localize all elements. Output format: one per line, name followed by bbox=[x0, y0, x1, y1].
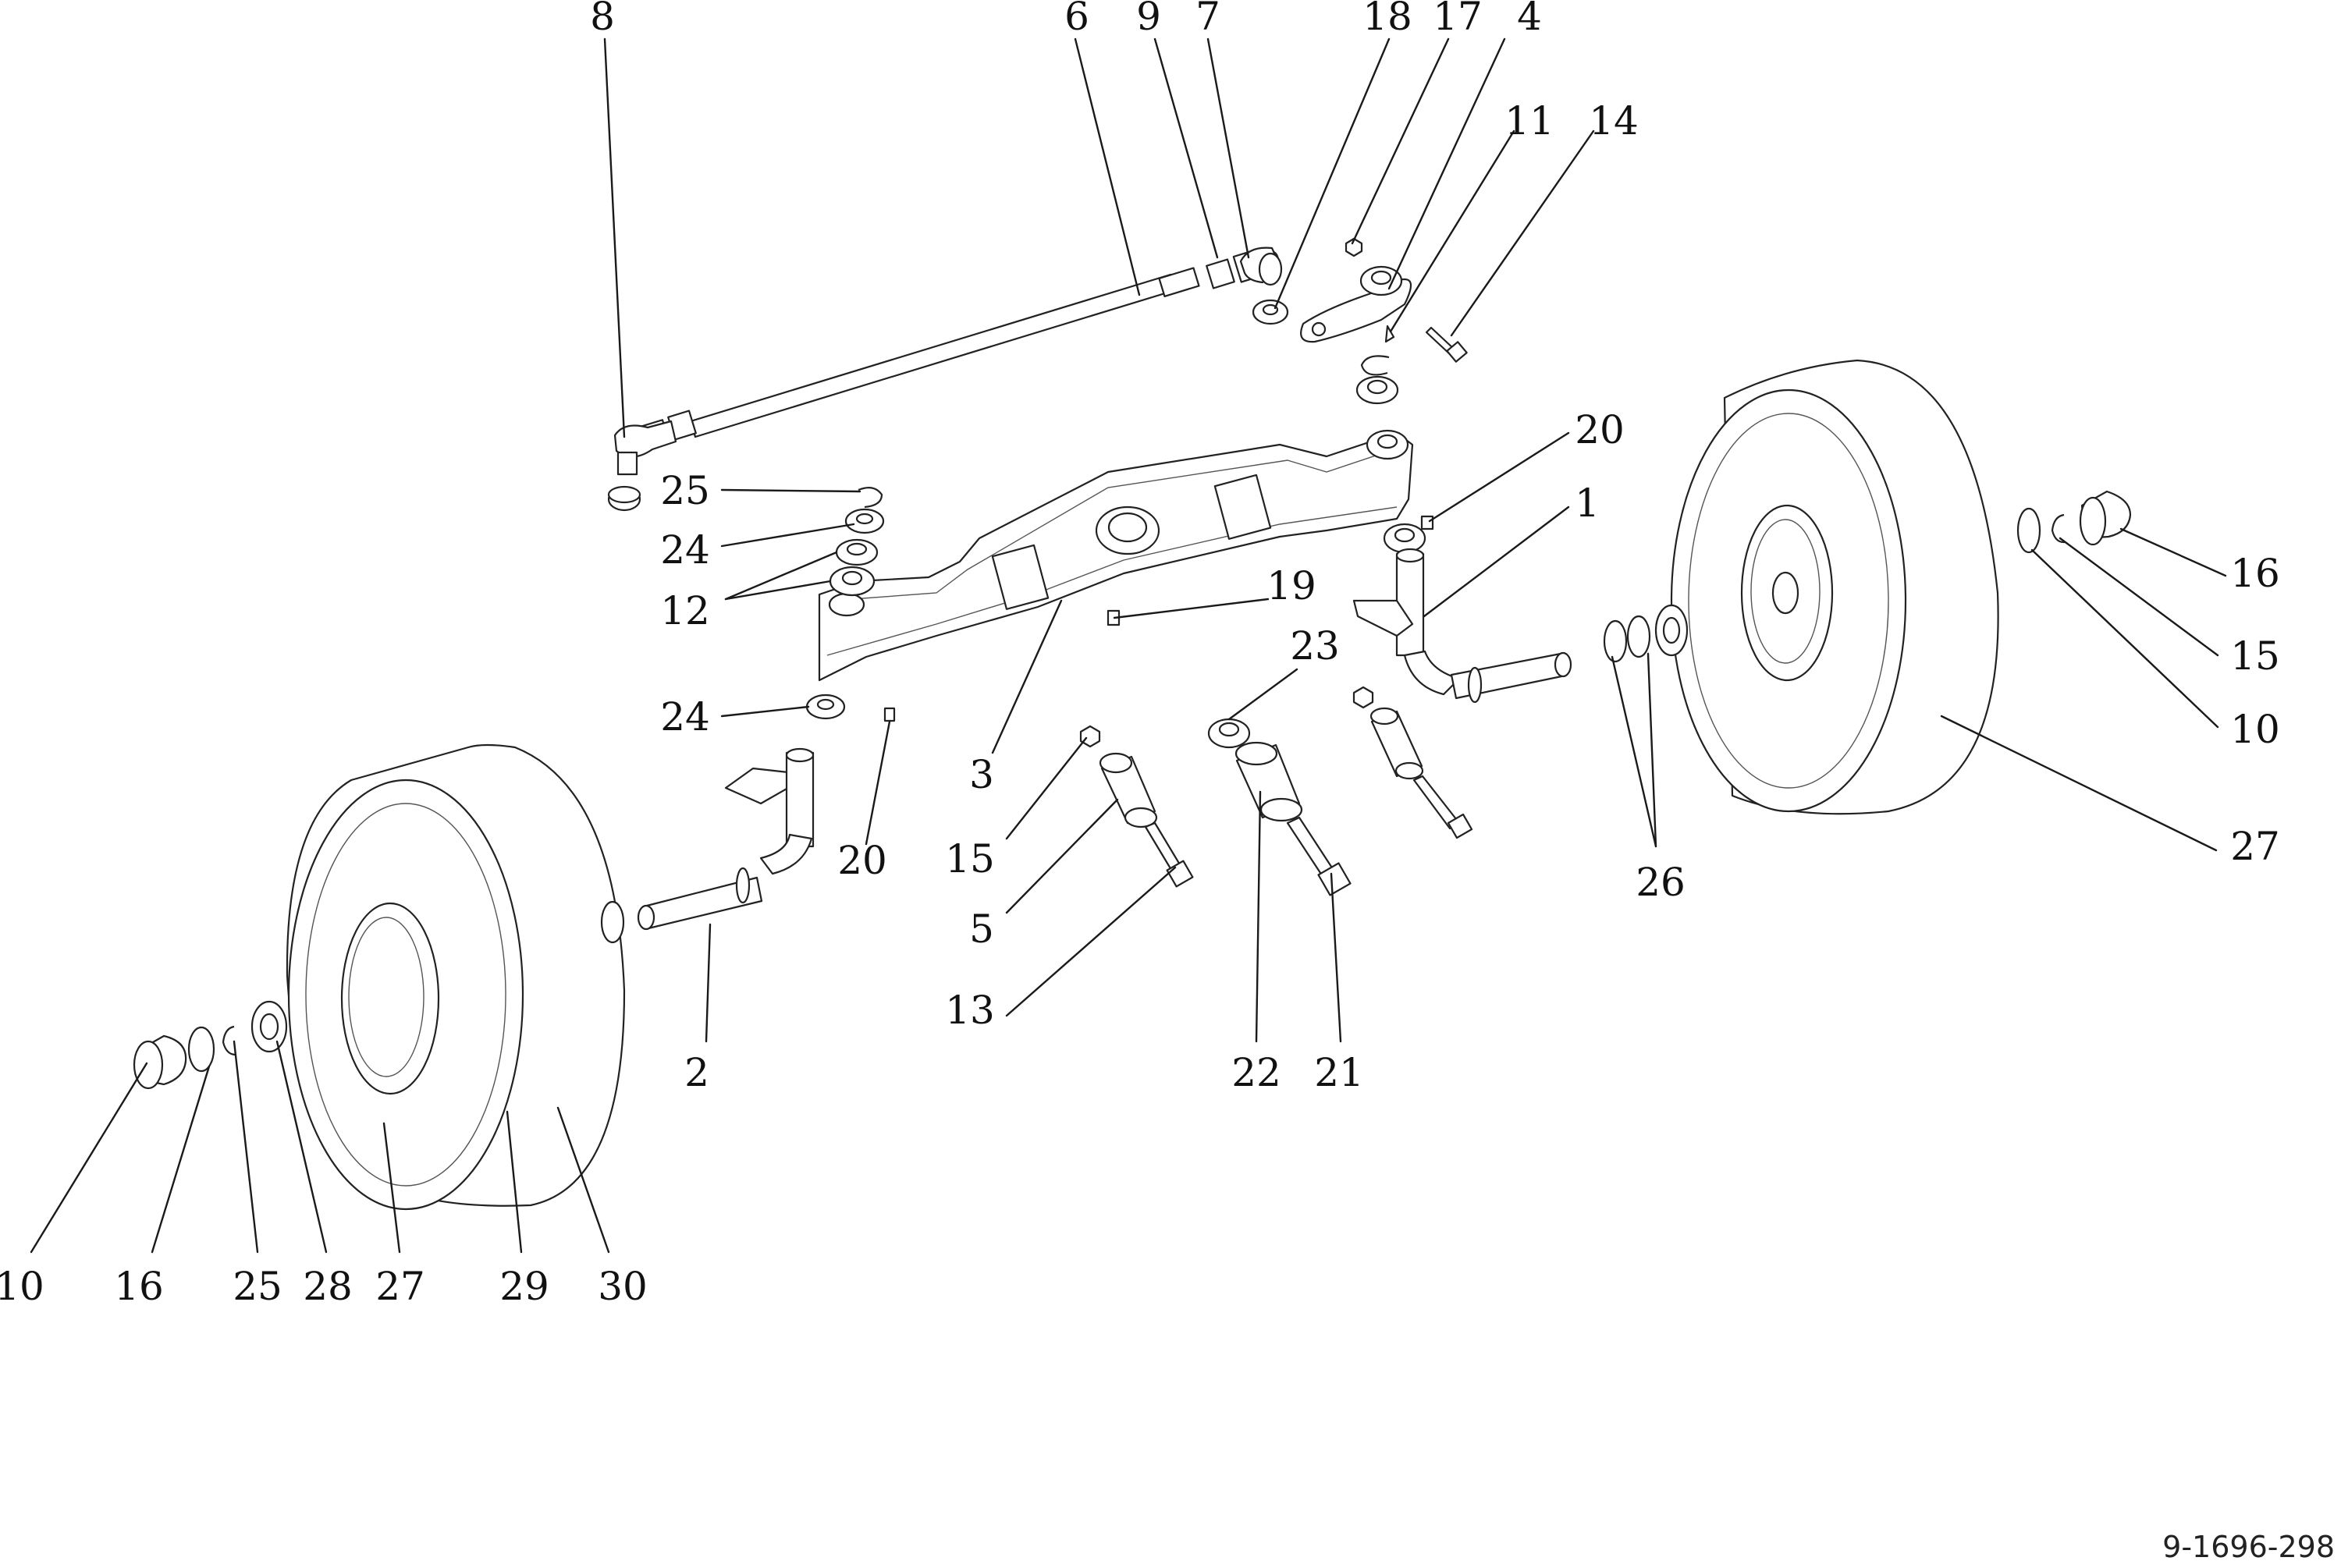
spindle-right bbox=[1352, 523, 1572, 704]
callout-10-right: 10 bbox=[2230, 707, 2280, 752]
washer-10-right bbox=[2016, 507, 2041, 554]
callout-8: 8 bbox=[590, 0, 615, 39]
wheel-right bbox=[1670, 359, 1999, 815]
e-clip-upper bbox=[1360, 355, 1390, 376]
callout-11: 11 bbox=[1504, 98, 1554, 144]
bearing-right-inner bbox=[1662, 616, 1681, 644]
drawing-code: 9-1696-298 bbox=[2162, 1530, 2335, 1564]
callout-23: 23 bbox=[1290, 623, 1340, 669]
e-clip-25 bbox=[858, 486, 883, 509]
washer-12b-hole bbox=[841, 570, 863, 586]
callout-28: 28 bbox=[303, 1264, 353, 1309]
pivot-group-left bbox=[1079, 725, 1194, 888]
callout-9: 9 bbox=[1136, 0, 1161, 39]
spindle-left bbox=[637, 747, 815, 931]
callout-15-center: 15 bbox=[945, 836, 995, 882]
callout-numbers: 8 6 9 7 18 17 4 11 14 20 1 25 24 12 19 2… bbox=[0, 0, 2280, 1309]
pivot-group-center bbox=[1207, 718, 1352, 896]
callout-24-upper: 24 bbox=[660, 527, 710, 573]
washer-26a bbox=[1603, 619, 1628, 663]
callout-16-left: 16 bbox=[114, 1264, 164, 1309]
cap-10-left bbox=[133, 1034, 187, 1090]
washer-24-lower-hole bbox=[816, 698, 835, 711]
bearing-28-left-inner bbox=[259, 1013, 279, 1041]
grease-fitting-20-upper bbox=[1420, 515, 1434, 530]
callout-18: 18 bbox=[1362, 0, 1412, 39]
washer-12a-hole bbox=[846, 542, 868, 556]
callout-25-left: 25 bbox=[233, 1264, 282, 1309]
callout-12: 12 bbox=[660, 588, 710, 633]
callout-14: 14 bbox=[1589, 98, 1639, 144]
washer-18-hole bbox=[1262, 303, 1279, 316]
callout-13: 13 bbox=[945, 988, 995, 1033]
callout-6: 6 bbox=[1064, 0, 1089, 39]
steering-arm bbox=[1300, 265, 1412, 343]
callout-10-left: 10 bbox=[0, 1264, 44, 1309]
washer-upper-hole bbox=[1366, 379, 1388, 395]
callout-25-upper: 25 bbox=[660, 468, 710, 513]
callout-2: 2 bbox=[684, 1050, 709, 1095]
callout-7: 7 bbox=[1195, 0, 1220, 39]
callout-19: 19 bbox=[1266, 563, 1316, 608]
washer-26b bbox=[1626, 615, 1651, 658]
callout-20-lower: 20 bbox=[837, 838, 887, 883]
callout-24-lower: 24 bbox=[660, 694, 710, 740]
washer-16-left bbox=[187, 1026, 215, 1073]
callout-4: 4 bbox=[1517, 0, 1542, 39]
callout-15-right: 15 bbox=[2230, 633, 2280, 679]
ball-joint-right bbox=[1239, 247, 1283, 286]
bolt-14 bbox=[1425, 326, 1468, 363]
callout-20-upper: 20 bbox=[1575, 407, 1625, 452]
ball-joint-left bbox=[607, 420, 677, 512]
callout-17: 17 bbox=[1433, 0, 1483, 39]
grease-fitting-20-lower bbox=[883, 707, 896, 722]
washer-24-hole bbox=[855, 513, 874, 525]
callout-30: 30 bbox=[598, 1264, 648, 1309]
cap-16-right bbox=[2079, 490, 2132, 546]
callout-5: 5 bbox=[969, 906, 994, 952]
callout-29: 29 bbox=[499, 1264, 549, 1309]
callout-27-right: 27 bbox=[2230, 824, 2280, 869]
wheel-left bbox=[286, 743, 626, 1211]
pivot-group-right bbox=[1352, 686, 1473, 839]
e-clip-25-left bbox=[222, 1025, 236, 1056]
callout-3: 3 bbox=[969, 752, 994, 797]
leader-lines bbox=[30, 37, 2227, 1254]
e-clip-15-right bbox=[2051, 513, 2066, 544]
callout-26: 26 bbox=[1636, 860, 1686, 905]
callout-1: 1 bbox=[1575, 481, 1600, 526]
callout-22: 22 bbox=[1231, 1050, 1281, 1095]
callout-21: 21 bbox=[1314, 1050, 1364, 1095]
tie-rod bbox=[639, 247, 1280, 450]
callout-16-right: 16 bbox=[2230, 551, 2280, 596]
axle-beam bbox=[818, 429, 1414, 682]
callout-27-left: 27 bbox=[375, 1264, 425, 1309]
